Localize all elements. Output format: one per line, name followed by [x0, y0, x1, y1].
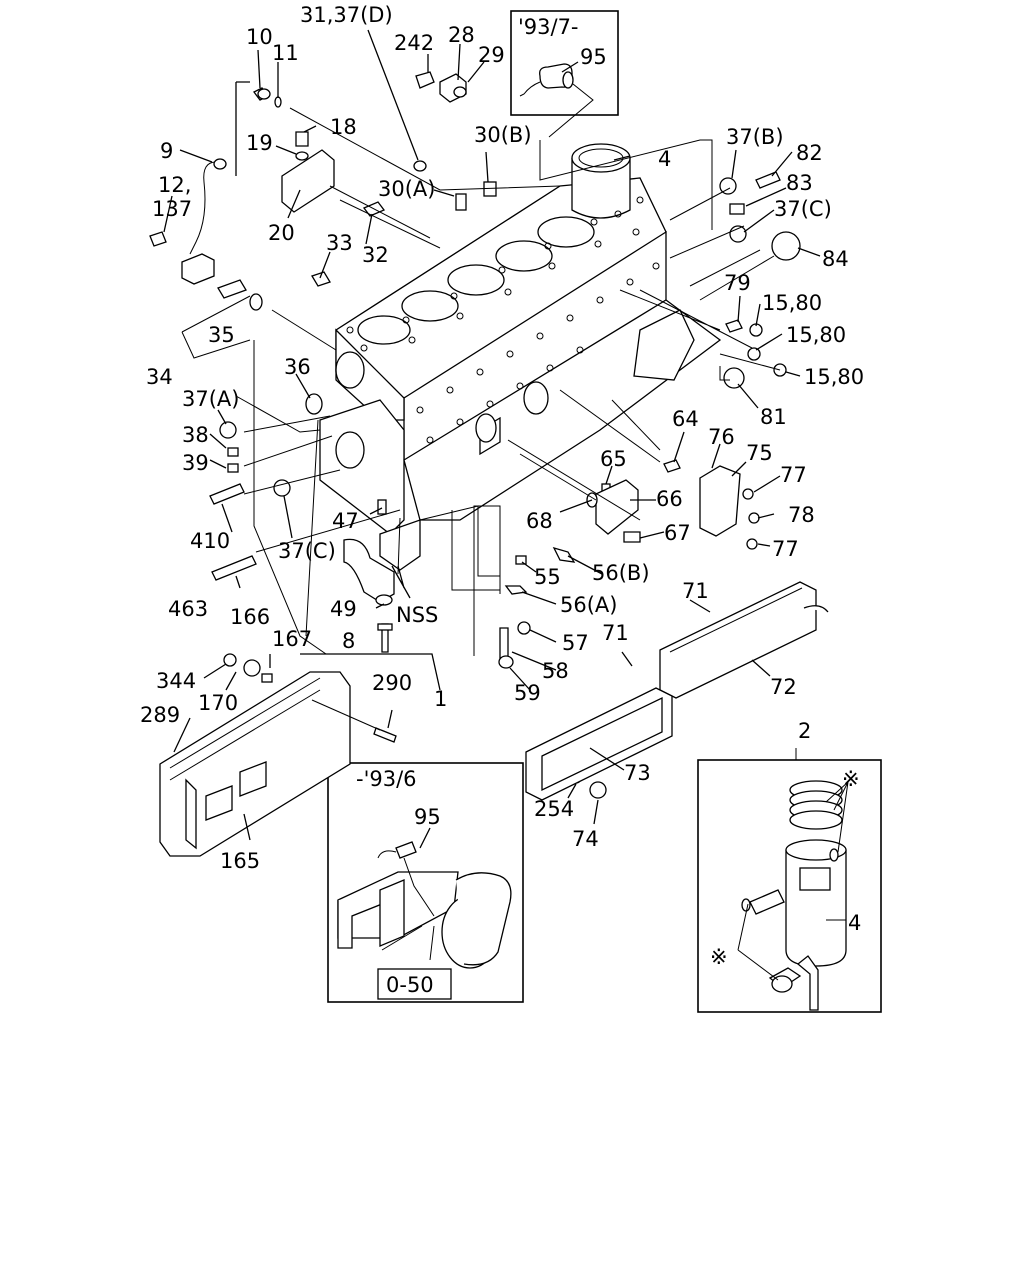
label-242: 242: [394, 31, 434, 55]
label-28: 28: [448, 23, 475, 47]
label-79: 79: [724, 271, 751, 295]
label-34: 34: [146, 365, 173, 389]
label-56b: 56(B): [592, 561, 650, 585]
label-410: 410: [190, 529, 230, 553]
label-star-b: ※: [710, 945, 728, 969]
label-78: 78: [788, 503, 815, 527]
label-95-top: 95: [580, 45, 607, 69]
label-344: 344: [156, 669, 196, 693]
label-39: 39: [182, 451, 209, 475]
side-covers: [159, 581, 829, 857]
label-73: 73: [624, 761, 651, 785]
label-76: 76: [708, 425, 735, 449]
label-59: 59: [514, 681, 541, 705]
label-49: 49: [330, 597, 357, 621]
label-56a: 56(A): [560, 593, 617, 617]
label-10: 10: [246, 25, 273, 49]
inset-box-93-7: [510, 10, 619, 138]
label-32: 32: [362, 243, 389, 267]
label-2: 2: [798, 719, 811, 743]
label-93-7: '93/7-: [518, 15, 579, 39]
label-137: 137: [152, 197, 192, 221]
label-77-b: 77: [772, 537, 799, 561]
label-37c-left: 37(C): [278, 539, 336, 563]
label-290: 290: [372, 671, 412, 695]
label-0-50: 0-50: [386, 973, 434, 997]
label-65: 65: [600, 447, 627, 471]
label-12: 12,: [158, 173, 191, 197]
label-254: 254: [534, 797, 574, 821]
label-37a: 37(A): [182, 387, 239, 411]
label-55: 55: [534, 565, 561, 589]
label-36: 36: [284, 355, 311, 379]
label-30a: 30(A): [378, 177, 435, 201]
leader-lines: [163, 29, 821, 849]
label-30b: 30(B): [474, 123, 532, 147]
label-67: 67: [664, 521, 691, 545]
cylinder-block: [319, 143, 722, 603]
label-20: 20: [268, 221, 295, 245]
label-1: 1: [434, 687, 447, 711]
label-95-bottom: 95: [414, 805, 441, 829]
label-84: 84: [822, 247, 849, 271]
label-37b: 37(B): [726, 125, 784, 149]
part-labels: 31,37(D) 10 11 242 28 29 '93/7- 95 18 19…: [140, 3, 864, 997]
label-170: 170: [198, 691, 238, 715]
label-18: 18: [330, 115, 357, 139]
label-66: 66: [656, 487, 683, 511]
label-15-80-a: 15,80: [762, 291, 822, 315]
label-68: 68: [526, 509, 553, 533]
label-77-a: 77: [780, 463, 807, 487]
label-15-80-b: 15,80: [786, 323, 846, 347]
label-71-a: 71: [682, 579, 709, 603]
label-4: 4: [658, 147, 671, 171]
label-33: 33: [326, 231, 353, 255]
label-15-80-c: 15,80: [804, 365, 864, 389]
label-83: 83: [786, 171, 813, 195]
label-64: 64: [672, 407, 699, 431]
label-35: 35: [208, 323, 235, 347]
label-38: 38: [182, 423, 209, 447]
label-47: 47: [332, 509, 359, 533]
label-19: 19: [246, 131, 273, 155]
label-37c-right: 37(C): [774, 197, 832, 221]
label-star-a: ※: [842, 767, 860, 791]
label-165: 165: [220, 849, 260, 873]
label-166: 166: [230, 605, 270, 629]
label-72: 72: [770, 675, 797, 699]
label-58: 58: [542, 659, 569, 683]
label-81: 81: [760, 405, 787, 429]
label-82: 82: [796, 141, 823, 165]
label-31-37d: 31,37(D): [300, 3, 393, 27]
label-71-b: 71: [602, 621, 629, 645]
label-11: 11: [272, 41, 299, 65]
label-289: 289: [140, 703, 180, 727]
label-167: 167: [272, 627, 312, 651]
label-8: 8: [342, 629, 355, 653]
inset-box-piston-kit: [697, 748, 882, 1013]
label-9: 9: [160, 139, 173, 163]
label-75: 75: [746, 441, 773, 465]
label-93-6: -'93/6: [356, 767, 417, 791]
label-29: 29: [478, 43, 505, 67]
small-parts: [149, 71, 801, 799]
label-57: 57: [562, 631, 589, 655]
label-74: 74: [572, 827, 599, 851]
inset-box-93-6: [327, 762, 524, 1003]
label-4-kit: 4: [848, 911, 861, 935]
label-463: 463: [168, 597, 208, 621]
label-nss: NSS: [396, 603, 438, 627]
